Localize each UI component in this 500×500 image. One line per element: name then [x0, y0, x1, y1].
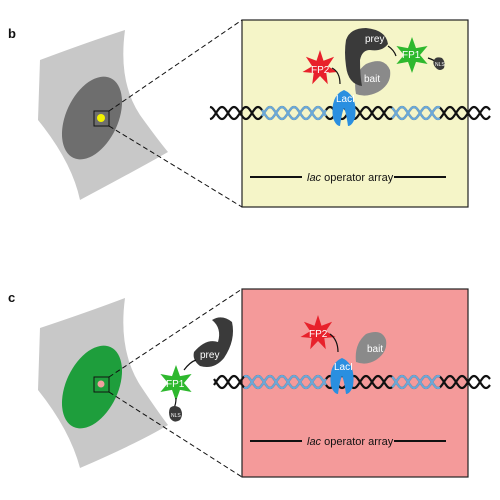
laci-c: LacI [330, 358, 354, 394]
fp1-label-b: FP1 [402, 50, 421, 61]
lac-array-c: lac operator array [250, 436, 446, 448]
bait-label-c: bait [367, 344, 383, 355]
bait-b: bait [355, 61, 391, 96]
laci-label-c: LacI [334, 362, 353, 373]
nls-label-c: NLS [171, 413, 181, 419]
lac-array-b: lac operator array [250, 172, 446, 184]
lac-array-label-b: lac operator array [307, 172, 394, 184]
zoom-box-b [93, 110, 110, 127]
lac-array-label-c: lac operator array [307, 436, 394, 448]
fp1-label-c: FP1 [166, 379, 185, 390]
bait-c: bait [355, 332, 387, 364]
dna-operator-segment [391, 374, 441, 390]
zoom-box-c [93, 376, 110, 393]
panel-b-letter: b [8, 26, 16, 41]
zoom-line-bottom-b [108, 125, 243, 208]
zoom-line-bottom-c [108, 391, 243, 478]
zoom-line-top-c [108, 288, 243, 378]
spot-c [97, 380, 105, 388]
prey-label-c: prey [200, 350, 219, 361]
panel-c: c prey FP1 NLS [8, 288, 491, 478]
spot-b [97, 114, 105, 122]
fp2-c: FP2 [300, 315, 339, 353]
zoom-line-top-b [108, 19, 243, 112]
panel-b: b LacI [8, 19, 491, 208]
fp1-b: FP1 NLS [387, 37, 445, 73]
fp2-b: FP2 [302, 50, 341, 85]
laci-b: LacI [332, 90, 356, 126]
dna-operator-segment [391, 105, 441, 121]
prey-fp1-linker-c [183, 359, 197, 371]
nucleus-c [61, 345, 123, 429]
nucleus-b [61, 76, 123, 160]
fp1-c: FP1 NLS [160, 365, 192, 422]
prey-label-b: prey [365, 34, 384, 45]
dna-ends-c [213, 374, 491, 390]
panel-c-letter: c [8, 290, 15, 305]
dna-ends-b [209, 105, 491, 121]
fp2-label-c: FP2 [309, 329, 328, 340]
nls-label-b: NLS [435, 62, 445, 68]
bait-label-b: bait [364, 74, 380, 85]
fp2-label-b: FP2 [311, 65, 330, 76]
free-prey-c: prey [193, 317, 233, 367]
laci-label-b: LacI [336, 94, 355, 105]
prey-b: prey [345, 28, 388, 86]
